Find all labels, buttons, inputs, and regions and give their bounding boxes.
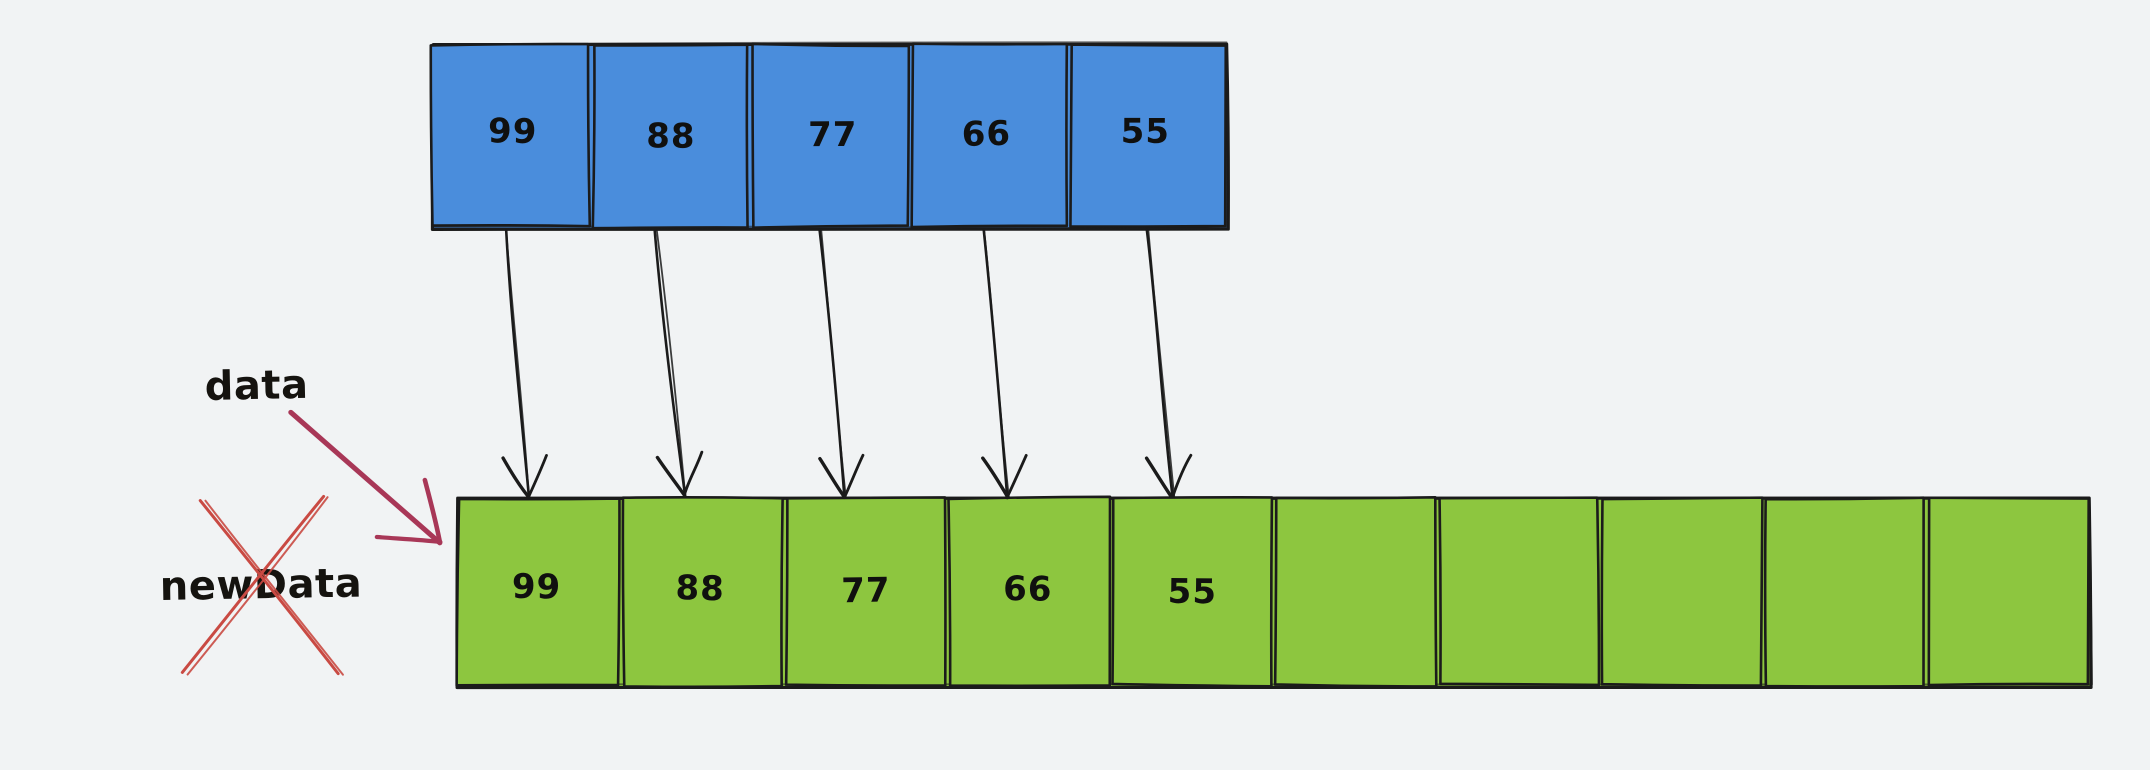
source-array-cell-value: 66 [961,114,1011,155]
destination-array-cell [947,495,1112,688]
destination-array: 99 88 77 66 55 [455,495,2093,690]
source-array-cell [1069,43,1228,228]
source-array-cell-value: 77 [808,115,857,155]
data-label: data [204,362,309,410]
source-array-cell [429,42,592,228]
destination-array-cell-value: 66 [1003,569,1053,610]
source-array-cell-value: 88 [646,116,696,157]
destination-array-cell [1600,496,1764,687]
destination-array-cell-value: 99 [512,567,562,608]
copy-arrow [818,228,865,500]
destination-array-cell-value: 55 [1167,572,1217,613]
source-array: 99 88 77 66 55 [429,41,1230,231]
destination-array-cell [1273,496,1438,688]
copy-arrow [1144,228,1193,499]
copy-arrow [981,228,1028,500]
source-array-cell [910,42,1069,229]
destination-array-cell [1438,496,1601,687]
source-array-cell [591,43,749,230]
data-pointer-arrow [288,409,443,546]
source-array-cell-value: 55 [1121,112,1170,152]
source-array-cell-value: 99 [488,111,538,152]
destination-array-cell [784,496,947,687]
copy-arrow [653,229,704,498]
strikeout-cross-icon [180,494,344,676]
newdata-label: newData [159,560,362,610]
destination-array-cell [1927,496,2090,687]
destination-array-cell [1111,496,1274,688]
destination-array-cell [1763,496,1925,688]
destination-array-cell-value: 77 [841,570,891,611]
destination-array-cell-value: 88 [675,568,725,609]
destination-array-cell [621,496,784,689]
source-array-cell [751,42,911,229]
copy-arrows [501,228,1193,500]
destination-array-cell [455,497,621,687]
copy-arrow [501,229,548,500]
